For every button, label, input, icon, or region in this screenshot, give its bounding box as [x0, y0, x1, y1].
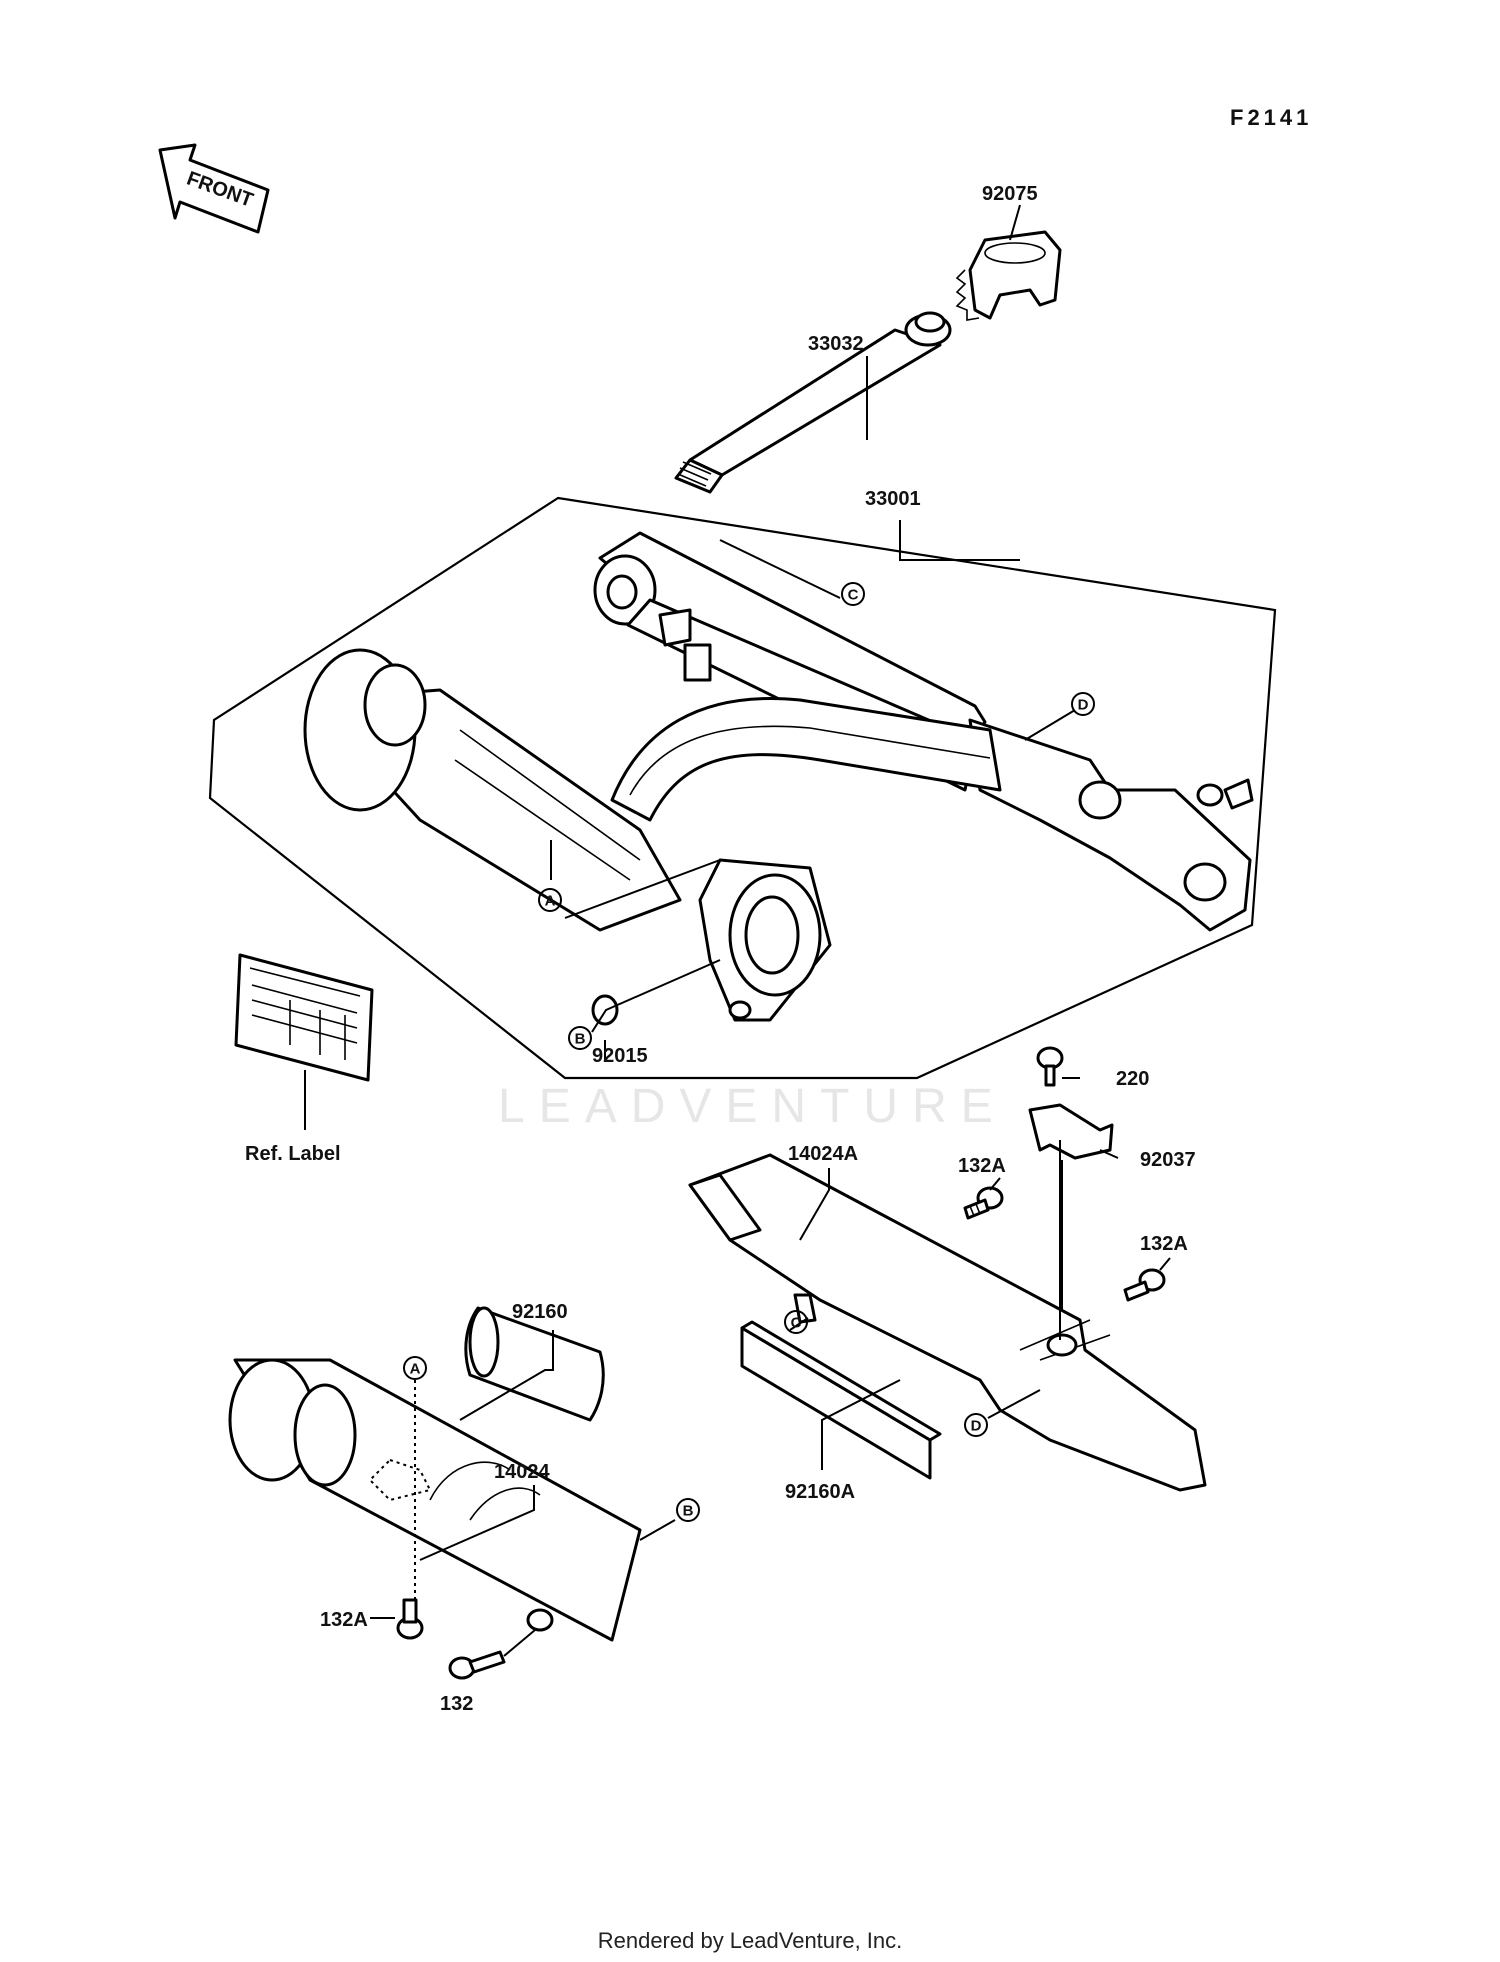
callout-c-upper: C: [841, 582, 865, 606]
part-220-drawing: [1036, 1046, 1064, 1087]
callouts: A B C D C D A B: [403, 582, 1095, 1522]
label-92160: 92160: [512, 1301, 568, 1323]
label-132A-right: 132A: [1140, 1233, 1188, 1255]
label-132A-upper: 132A: [958, 1155, 1006, 1177]
label-92037: 92037: [1140, 1149, 1196, 1171]
ref-label-drawing: Ref. Label: [234, 953, 374, 1165]
label-220: 220: [1116, 1068, 1149, 1090]
part-132A-right-drawing: [1123, 1268, 1166, 1302]
svg-text:D: D: [1078, 697, 1089, 714]
part-92075-drawing: [955, 230, 1062, 321]
label-92015: 92015: [592, 1045, 648, 1067]
swingarm-assembly-outline: [208, 496, 1277, 1080]
label-14024A: 14024A: [788, 1143, 858, 1165]
label-132: 132: [440, 1693, 473, 1715]
watermark: LEADVENTURE: [498, 1080, 1007, 1133]
front-arrow-icon: FRONT: [158, 143, 270, 234]
callout-d-upper: D: [1071, 692, 1095, 716]
callout-c-lower: C: [784, 1310, 808, 1334]
callout-b-lower: B: [676, 1498, 700, 1522]
svg-text:C: C: [848, 587, 859, 604]
ref-label-text: Ref. Label: [245, 1143, 341, 1165]
part-33032-drawing: [674, 311, 952, 494]
svg-text:B: B: [683, 1503, 694, 1520]
callout-a-upper: A: [538, 888, 562, 912]
part-14024-drawing: [228, 1358, 642, 1642]
part-132A-upper-drawing: [963, 1186, 1004, 1220]
label-33001: 33001: [865, 488, 921, 510]
part-92160A-drawing: [740, 1320, 942, 1480]
svg-text:C: C: [791, 1315, 802, 1332]
label-92160A: 92160A: [785, 1481, 855, 1503]
part-14024A-drawing: [688, 1140, 1207, 1492]
leader-lines: [370, 204, 1171, 1619]
footer-credit: Rendered by LeadVenture, Inc.: [598, 1928, 903, 1953]
label-132A-lower: 132A: [320, 1609, 368, 1631]
label-92075: 92075: [982, 183, 1038, 205]
part-33001-drawing: [303, 531, 1254, 1022]
label-14024: 14024: [494, 1461, 550, 1483]
part-132A-lower-drawing: [396, 1598, 424, 1640]
svg-text:A: A: [545, 893, 556, 910]
callout-b-upper: B: [568, 1026, 592, 1050]
callout-a-lower: A: [403, 1356, 427, 1380]
label-33032: 33032: [808, 333, 864, 355]
part-132-drawing: [448, 1629, 536, 1680]
callout-d-lower: D: [964, 1413, 988, 1437]
svg-text:A: A: [410, 1361, 421, 1378]
part-92160-drawing: [464, 1306, 605, 1422]
svg-text:D: D: [971, 1418, 982, 1435]
svg-text:B: B: [575, 1031, 586, 1048]
diagram-code: F2141: [1230, 105, 1312, 130]
part-labels: 92075 33032 33001 92015 220 92037 14024A…: [320, 183, 1196, 1715]
